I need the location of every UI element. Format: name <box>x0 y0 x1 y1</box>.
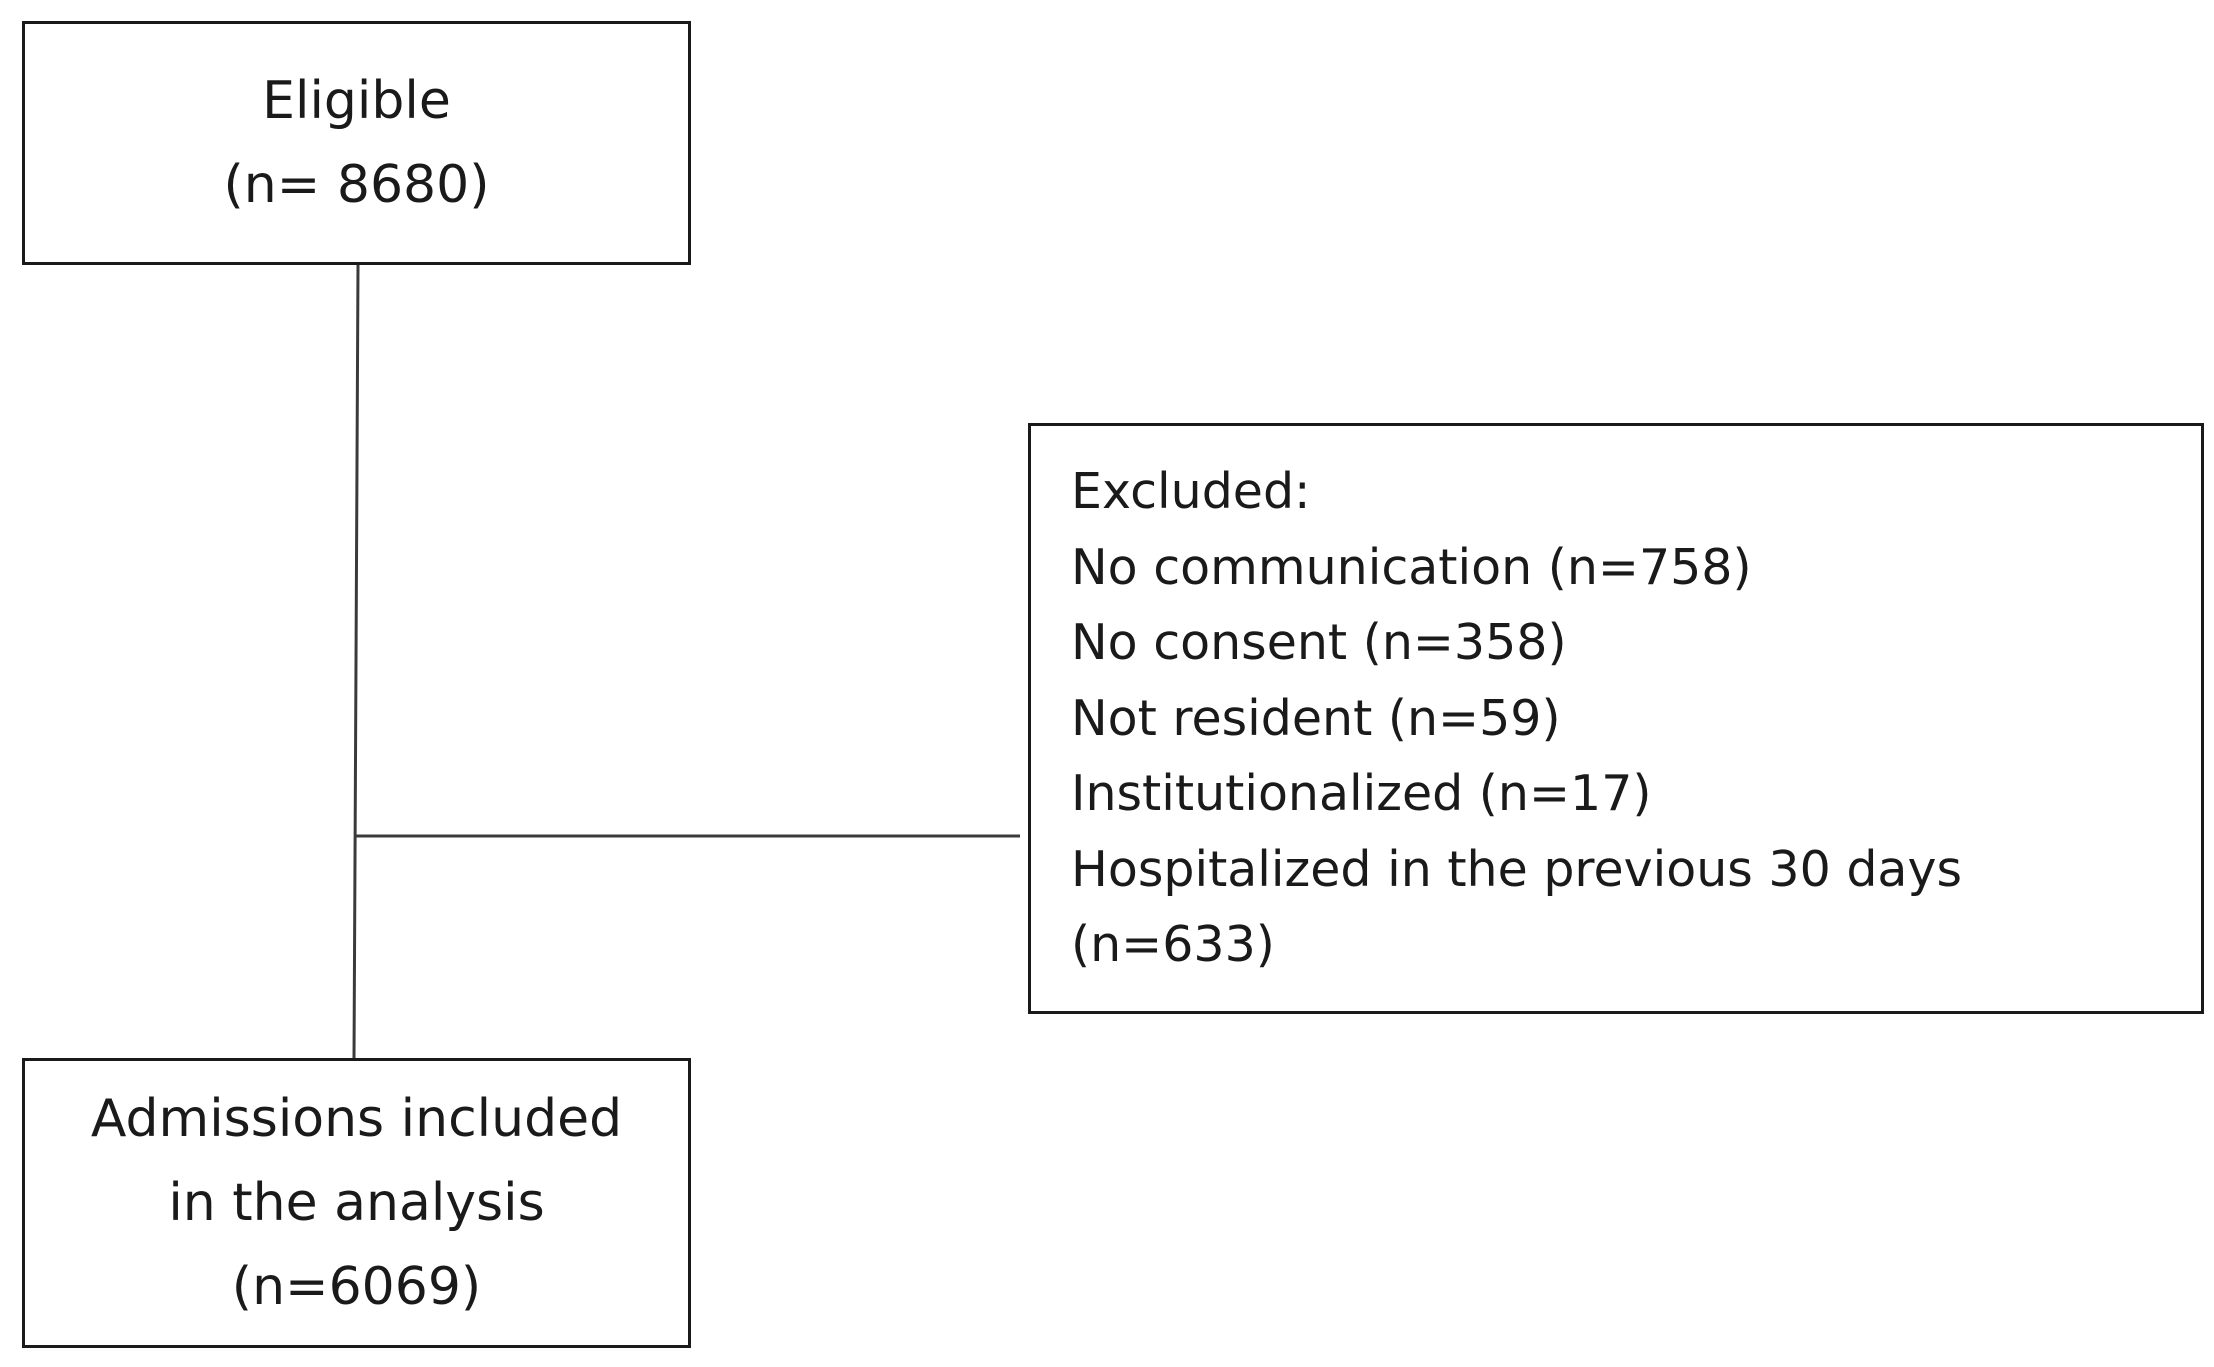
excluded-box: Excluded: No communication (n=758) No co… <box>1028 423 2204 1014</box>
excluded-institutionalized: Institutionalized (n=17) <box>1071 765 1652 822</box>
included-box: Admissions included in the analysis (n=6… <box>22 1058 691 1348</box>
eligible-count: (n= 8680) <box>223 155 490 215</box>
excluded-hospitalized: Hospitalized in the previous 30 days <box>1071 840 1962 898</box>
included-label-line-1: Admissions included <box>90 1089 623 1149</box>
excluded-hospitalized-count: (n=633) <box>1071 916 1275 973</box>
excluded-heading: Excluded: <box>1071 463 1311 520</box>
excluded-not-resident: Not resident (n=59) <box>1071 689 1561 747</box>
included-label-line-2: in the analysis <box>168 1173 545 1233</box>
included-count: (n=6069) <box>231 1257 482 1317</box>
excluded-no-consent: No consent (n=358) <box>1071 614 1567 671</box>
excluded-no-communication: No communication (n=758) <box>1071 538 1752 596</box>
eligible-box: Eligible (n= 8680) <box>22 21 691 265</box>
vertical-connector <box>352 264 360 1059</box>
eligible-label: Eligible <box>262 71 451 131</box>
